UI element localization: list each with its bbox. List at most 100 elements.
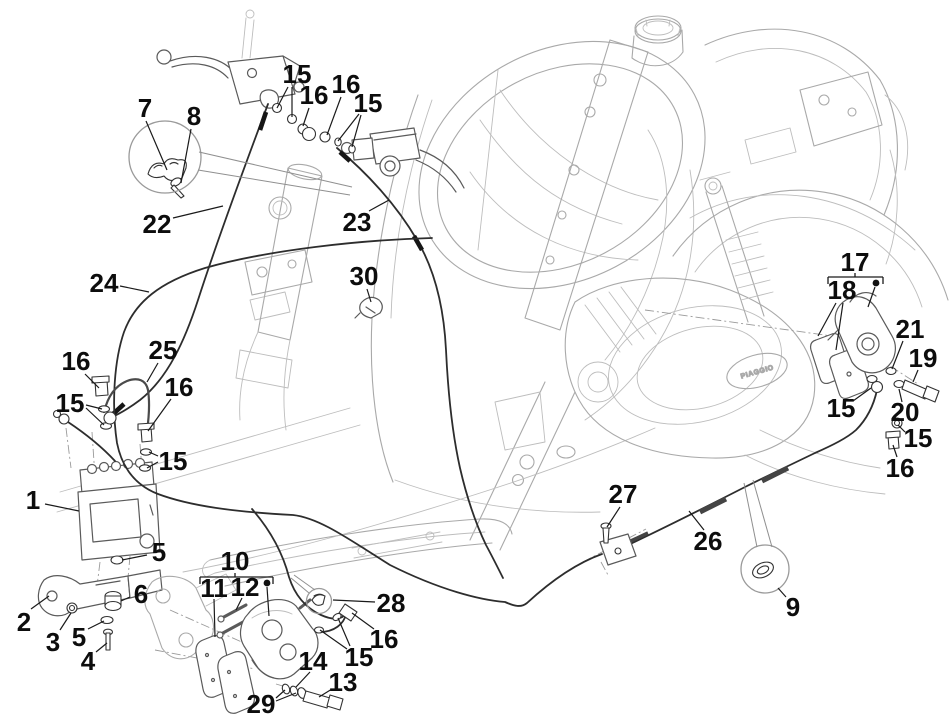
leader-line xyxy=(835,302,844,351)
abs-to-caliper-hose-24 xyxy=(113,237,603,607)
engine-badge: PIAGGIO xyxy=(740,364,775,380)
leader-line xyxy=(891,340,904,370)
part-label-22: 22 xyxy=(143,209,172,239)
spacer-6 xyxy=(104,600,122,612)
group-bracket-10 xyxy=(199,573,274,584)
part-label-6: 6 xyxy=(134,579,148,609)
leader-line xyxy=(180,128,192,184)
cable-clevis xyxy=(599,533,637,566)
part-label-16-1: 16 xyxy=(300,80,329,110)
nut-15 xyxy=(893,419,901,427)
bolt-13 xyxy=(302,690,331,709)
front-brake-hose-22 xyxy=(109,103,269,419)
part-label-15-6: 15 xyxy=(827,393,856,423)
fuel-cap xyxy=(631,15,684,67)
scooter-frame-art: PIAGGIO xyxy=(56,9,949,587)
front-brake-pads xyxy=(195,635,255,714)
part-label-8: 8 xyxy=(187,101,201,131)
part-label-3: 3 xyxy=(46,627,60,657)
leader-line xyxy=(337,113,360,142)
hose-elbow xyxy=(870,380,884,394)
washer-15 xyxy=(334,137,342,147)
detail-pointer-line xyxy=(290,577,310,594)
part-label-16-6: 16 xyxy=(886,453,915,483)
detail-pointer-line xyxy=(293,574,316,591)
banjo-bolt-16 xyxy=(91,375,110,384)
front-caliper xyxy=(239,598,319,680)
leader-line xyxy=(121,554,148,561)
part-label-15-1: 15 xyxy=(283,59,312,89)
detail-pointer-line xyxy=(197,169,351,196)
bolt-4 xyxy=(105,632,111,651)
part-label-15-3: 15 xyxy=(56,388,85,418)
leader-line xyxy=(85,404,103,410)
part-label-5-2: 5 xyxy=(72,622,86,652)
front-caliper-feed-hose xyxy=(251,508,347,633)
leader-line xyxy=(318,688,333,698)
part-label-16-5: 16 xyxy=(370,624,399,654)
sleeve-16 xyxy=(319,131,331,143)
leader-line xyxy=(898,388,903,403)
pad-pins xyxy=(216,603,248,639)
leader-line xyxy=(276,86,289,109)
part-label-28: 28 xyxy=(377,588,406,618)
part-label-16-3: 16 xyxy=(62,346,91,376)
abs-bracket xyxy=(37,569,163,617)
handlebar-controls xyxy=(156,49,465,193)
part-label-25: 25 xyxy=(149,335,178,365)
leader-line xyxy=(777,587,787,598)
part-label-20: 20 xyxy=(891,397,920,427)
rear-master-cylinder xyxy=(340,127,465,193)
leader-line xyxy=(266,586,270,617)
part-label-26: 26 xyxy=(694,526,723,556)
washer-15 xyxy=(138,464,152,472)
part-label-2: 2 xyxy=(17,607,31,637)
leader-line xyxy=(85,407,105,426)
washer-5 xyxy=(100,615,114,625)
part-label-30: 30 xyxy=(350,261,379,291)
leader-line xyxy=(688,510,705,531)
bolt-19 xyxy=(901,379,929,400)
rear-caliper xyxy=(827,292,896,374)
abs-modulator xyxy=(77,457,161,561)
rear-wheel xyxy=(672,189,949,308)
part-label-29: 29 xyxy=(247,689,276,719)
banjo-bolt-16 xyxy=(338,603,358,622)
washer-15 xyxy=(97,405,111,413)
abs-assembly xyxy=(37,457,163,617)
shock-absorber xyxy=(699,171,774,323)
leader-line xyxy=(295,671,311,688)
hardware-fittings xyxy=(66,102,940,711)
leader-line xyxy=(319,629,348,650)
part-label-5-1: 5 xyxy=(152,537,166,567)
banjo-bolt-16 xyxy=(885,430,901,439)
leader-line xyxy=(275,689,286,699)
front-brake-assembly xyxy=(144,573,319,714)
rigid-pipe-25 xyxy=(102,378,151,433)
rear-brake-assembly xyxy=(809,292,896,400)
front-fork xyxy=(235,9,323,431)
part-label-10: 10 xyxy=(221,546,250,576)
detail-pointer-line xyxy=(198,151,353,188)
leader-line xyxy=(120,596,131,602)
leader-line xyxy=(326,96,342,136)
leader-line xyxy=(892,444,898,458)
part-label-23: 23 xyxy=(343,207,372,237)
leader-line xyxy=(912,369,919,383)
leader-line xyxy=(368,199,390,212)
leader-line xyxy=(84,373,100,389)
leader-line xyxy=(148,451,159,457)
screw-27 xyxy=(602,527,610,544)
part-label-16-4: 16 xyxy=(165,372,194,402)
front-master-cylinder xyxy=(156,49,305,109)
leader-line xyxy=(172,205,224,219)
abs-inlet-stub xyxy=(67,421,116,462)
rear-brake-hose-23 xyxy=(336,147,504,579)
leader-line xyxy=(145,120,168,171)
leader-line xyxy=(867,286,876,308)
leader-line xyxy=(235,597,243,611)
part-label-11: 11 xyxy=(200,573,228,603)
hose-clamp xyxy=(354,296,383,319)
